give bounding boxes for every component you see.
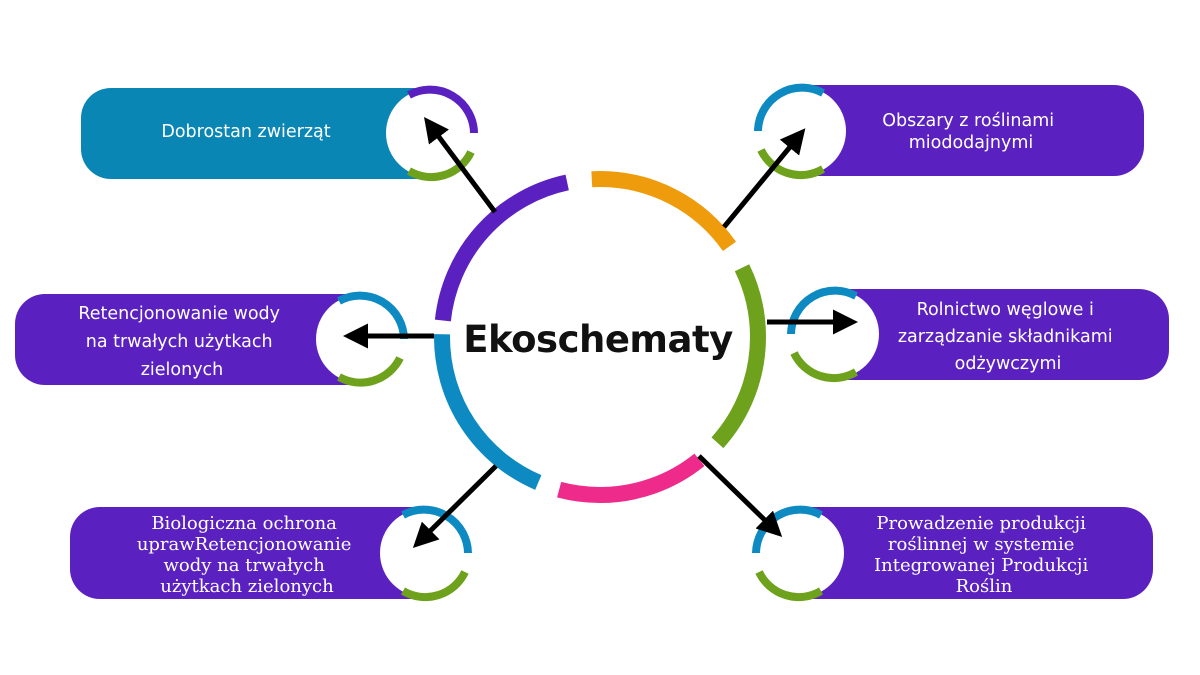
- center-ring-segment-blue: [434, 171, 766, 503]
- arrows: [343, 116, 858, 549]
- box-rolnictwo-weglowe-line: Rolnictwo węglowe i: [917, 300, 1094, 320]
- box-retencjonowanie-ring: [316, 291, 408, 387]
- box-retencjonowanie-bg: [15, 294, 385, 385]
- box-integrowana-produkcja: Prowadzenie produkcji roślinnej w system…: [752, 505, 1153, 601]
- box-rolnictwo-weglowe-text: Rolnictwo węglowe i zarządzanie składnik…: [898, 300, 1118, 374]
- box-obszary-miododajne-text: Obszary z roślinami miododajnymi: [882, 111, 1059, 153]
- box-integrowana-produkcja-line: Prowadzenie produkcji: [876, 513, 1086, 534]
- box-obszary-miododajne: Obszary z roślinami miododajnymi: [754, 83, 1144, 179]
- box-biologiczna-ochrona: Biologiczna ochrona uprawRetencjonowanie…: [70, 505, 472, 601]
- box-obszary-miododajne-bg: [779, 85, 1144, 176]
- arrow-to-dobrostan: [424, 116, 498, 214]
- box-integrowana-produkcja-line: Roślin: [956, 576, 1013, 597]
- box-obszary-miododajne-line: Obszary z roślinami: [882, 111, 1054, 131]
- box-biologiczna-ochrona-text: Biologiczna ochrona uprawRetencjonowanie…: [137, 513, 357, 597]
- box-rolnictwo-weglowe: Rolnictwo węglowe i zarządzanie składnik…: [787, 286, 1169, 382]
- box-biologiczna-ochrona-line: użytkach zielonych: [160, 576, 334, 597]
- arrow-to-integrowana-produkcja: [697, 454, 783, 537]
- box-integrowana-produkcja-text: Prowadzenie produkcji roślinnej w system…: [874, 513, 1094, 597]
- box-biologiczna-ochrona-line: Biologiczna ochrona: [151, 513, 337, 534]
- arrow-to-obszary-miododajne: [722, 128, 806, 229]
- center-ring-segment-pink: [434, 171, 766, 503]
- center-hub-bg: [450, 187, 750, 487]
- center-ring-segment-orange: [434, 171, 766, 503]
- box-dobrostan-line: Dobrostan zwierząt: [161, 122, 330, 142]
- box-obszary-miododajne-line: miododajnymi: [909, 133, 1033, 153]
- box-biologiczna-ochrona-bg: [70, 507, 445, 599]
- box-biologiczna-ochrona-ring: [380, 505, 472, 601]
- box-integrowana-produkcja-line: roślinnej w systemie: [888, 534, 1074, 555]
- box-biologiczna-ochrona-line: wody na trwałych: [163, 555, 325, 576]
- arrow-to-biologiczna-ochrona: [412, 464, 498, 549]
- box-dobrostan-text: Dobrostan zwierząt: [161, 122, 330, 142]
- box-integrowana-produkcja-line: Integrowanej Produkcji: [874, 555, 1088, 576]
- box-biologiczna-ochrona-line: uprawRetencjonowanie: [137, 534, 352, 555]
- box-retencjonowanie: Retencjonowanie wody na trwałych użytkac…: [15, 291, 408, 387]
- center-hub: Ekoschematy: [434, 171, 766, 503]
- box-rolnictwo-weglowe-ring: [787, 286, 879, 382]
- box-dobrostan-bg: [81, 88, 451, 179]
- box-integrowana-produkcja-bg: [779, 507, 1153, 599]
- box-dobrostan: Dobrostan zwierząt: [81, 85, 478, 181]
- box-retencjonowanie-text: Retencjonowanie wody na trwałych użytkac…: [78, 304, 285, 380]
- box-rolnictwo-weglowe-bg: [812, 289, 1169, 380]
- box-retencjonowanie-line: zielonych: [141, 360, 224, 380]
- box-obszary-miododajne-ring: [754, 83, 846, 179]
- box-retencjonowanie-line: na trwałych użytkach: [86, 332, 273, 352]
- center-ring-segment-green: [434, 171, 766, 503]
- box-rolnictwo-weglowe-line: zarządzanie składnikami: [898, 327, 1113, 347]
- center-title: Ekoschematy: [463, 318, 733, 361]
- box-retencjonowanie-line: Retencjonowanie wody: [78, 304, 280, 324]
- box-rolnictwo-weglowe-line: odżywczymi: [955, 354, 1062, 374]
